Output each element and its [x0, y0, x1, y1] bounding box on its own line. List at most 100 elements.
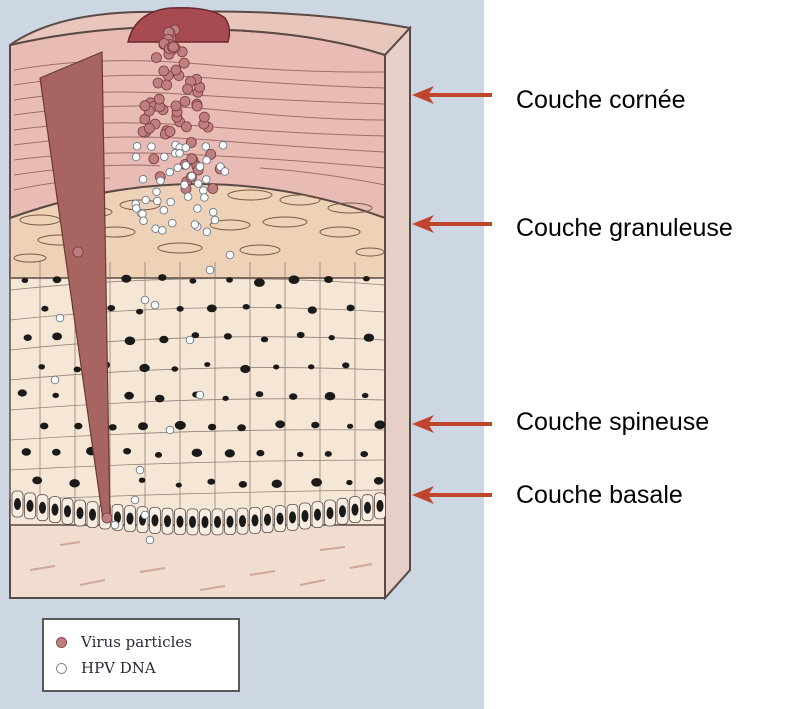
- virus-particle-icon: [56, 637, 67, 648]
- basal-cell: [162, 508, 173, 534]
- virus-particle: [208, 184, 218, 194]
- basal-cell: [150, 507, 161, 533]
- hpv-dna-marker: [141, 296, 149, 304]
- virus-particle: [151, 53, 161, 63]
- cell-nucleus: [375, 420, 386, 429]
- cell-nucleus: [74, 423, 82, 430]
- virus-particle: [199, 112, 209, 122]
- hpv-dna-marker: [142, 196, 150, 204]
- hpv-dna-marker: [182, 162, 190, 170]
- label-couche-basale: Couche basale: [516, 483, 683, 508]
- cell-nucleus: [176, 483, 182, 488]
- cell-nucleus: [329, 335, 335, 340]
- cell-nucleus: [158, 274, 166, 281]
- virus-particle: [140, 101, 150, 111]
- virus-particle: [144, 123, 154, 133]
- cell-nucleus: [311, 422, 319, 429]
- basal-cell: [350, 497, 361, 523]
- cell-nucleus: [175, 421, 186, 430]
- cell-nucleus: [69, 479, 80, 487]
- cell-nucleus: [311, 478, 322, 487]
- cell-nucleus: [204, 362, 210, 367]
- basal-cell: [225, 509, 236, 535]
- virus-particle: [169, 42, 179, 52]
- cell-nucleus: [261, 337, 268, 343]
- cell-nucleus: [124, 392, 134, 400]
- basal-cell: [87, 502, 98, 528]
- cell-nucleus: [52, 333, 62, 341]
- cell-nucleus: [138, 422, 148, 430]
- cell-nucleus: [240, 365, 250, 373]
- hpv-dna-marker: [184, 193, 192, 201]
- cell-nucleus: [155, 452, 162, 458]
- hpv-dna-icon: [56, 663, 67, 674]
- virus-particle: [165, 127, 175, 137]
- hpv-dna-marker: [132, 153, 140, 161]
- hpv-dna-marker: [161, 153, 169, 161]
- basal-cell: [37, 495, 48, 521]
- cell-nucleus: [273, 365, 279, 370]
- hpv-dna-marker: [206, 266, 214, 274]
- cell-nucleus: [226, 277, 233, 283]
- cell-nucleus: [177, 306, 184, 312]
- cell-nucleus: [347, 424, 353, 429]
- cell-nucleus: [139, 364, 149, 372]
- basal-cell: [287, 504, 298, 530]
- hpv-dna-marker: [176, 150, 184, 158]
- cell-nucleus: [254, 278, 265, 287]
- basal-cell: [12, 491, 23, 517]
- basal-cell: [62, 498, 73, 524]
- hpv-dna-marker: [160, 206, 168, 214]
- virus-particle: [154, 94, 164, 104]
- cell-nucleus: [32, 477, 42, 485]
- hpv-dna-marker: [211, 216, 219, 224]
- cell-nucleus: [171, 366, 178, 371]
- epidermis-diagram: [0, 0, 484, 709]
- cell-nucleus: [192, 449, 203, 457]
- cell-nucleus: [289, 393, 297, 400]
- hpv-dna-marker: [196, 391, 204, 399]
- cell-nucleus: [325, 392, 336, 400]
- cell-nucleus: [190, 278, 197, 283]
- hpv-dna-marker: [131, 496, 139, 504]
- hpv-dna-marker: [153, 188, 161, 196]
- hpv-dna-marker: [188, 172, 196, 180]
- cell-nucleus: [207, 479, 215, 485]
- basal-cell: [300, 503, 311, 529]
- hpv-dna-marker: [139, 210, 147, 218]
- hpv-dna-marker: [157, 177, 165, 185]
- cell-nucleus: [24, 334, 32, 341]
- cell-nucleus: [107, 305, 115, 311]
- cell-nucleus: [239, 481, 247, 488]
- cell-nucleus: [52, 393, 59, 398]
- basal-cell: [250, 507, 261, 533]
- cell-nucleus: [159, 336, 168, 343]
- basal-cell: [125, 506, 136, 532]
- basal-cell: [200, 509, 211, 535]
- cell-nucleus: [53, 276, 62, 283]
- hpv-dna-marker: [154, 197, 162, 205]
- basal-cell: [375, 493, 386, 519]
- hpv-dna-marker: [148, 143, 156, 151]
- cell-nucleus: [346, 480, 352, 485]
- cell-nucleus: [109, 424, 117, 430]
- cell-nucleus: [123, 448, 131, 454]
- virus-particle: [181, 122, 191, 132]
- cell-nucleus: [360, 451, 368, 457]
- legend-dna-label: HPV DNA: [81, 659, 156, 677]
- cell-nucleus: [225, 449, 235, 457]
- hpv-dna-marker: [191, 221, 199, 229]
- cell-nucleus: [121, 275, 131, 283]
- block-side-face: [385, 28, 410, 598]
- hpv-dna-marker: [226, 251, 234, 259]
- basal-cell: [262, 507, 273, 533]
- cell-nucleus: [207, 305, 217, 313]
- basal-cell: [362, 495, 373, 521]
- hpv-dna-marker: [174, 164, 182, 172]
- hpv-dna-marker: [186, 336, 194, 344]
- hpv-dna-marker: [203, 228, 211, 236]
- cell-nucleus: [256, 450, 264, 456]
- cell-nucleus: [364, 334, 374, 342]
- basal-cell: [137, 507, 148, 533]
- hpv-dna-marker: [221, 168, 229, 176]
